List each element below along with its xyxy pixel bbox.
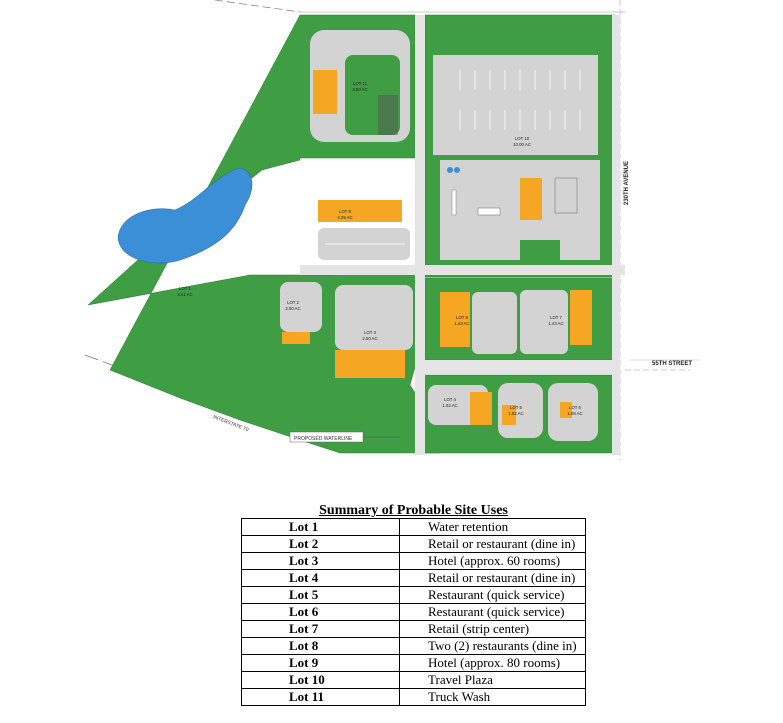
use-cell: Hotel (approx. 80 rooms) <box>399 654 586 672</box>
site-plan-map: LOT 11 3.60 AC LOT 10 10.00 AC LOT 9 4.2… <box>84 0 700 460</box>
lot-label-10: LOT 10 <box>515 136 530 141</box>
lot-label-7: LOT 7 <box>550 315 562 320</box>
lot-cell: Lot 1 <box>241 518 400 536</box>
lot-cell: Lot 9 <box>241 654 400 672</box>
lot-area-4: 1.02 AC <box>442 403 457 408</box>
lot-area-7: 1.43 AC <box>548 321 563 326</box>
use-cell: Truck Wash <box>399 688 586 706</box>
lot-cell: Lot 6 <box>241 603 400 621</box>
waterline-label: PROPOSED WATERLINE <box>294 436 353 442</box>
lot-labels: LOT 11 3.60 AC LOT 10 10.00 AC LOT 9 4.2… <box>177 81 582 416</box>
lot-cell: Lot 11 <box>241 688 400 706</box>
use-cell: Retail or restaurant (dine in) <box>399 569 586 587</box>
lot-cell: Lot 4 <box>241 569 400 587</box>
use-cell: Water retention <box>399 518 586 536</box>
lot-area-3: 2.50 AC <box>362 336 377 341</box>
lot-label-4: LOT 4 <box>444 397 456 402</box>
lot-area-8: 1.43 AC <box>454 321 469 326</box>
lot-label-11: LOT 11 <box>353 81 368 86</box>
lot-label-9: LOT 9 <box>339 209 351 214</box>
lot-label-2: LOT 2 <box>287 300 299 305</box>
use-cell: Restaurant (quick service) <box>399 586 586 604</box>
lot-area-11: 3.60 AC <box>352 87 367 92</box>
lot-cell: Lot 5 <box>241 586 400 604</box>
lot-cell: Lot 8 <box>241 637 400 655</box>
lot-cell: Lot 2 <box>241 535 400 553</box>
lot-area-5: 1.02 AC <box>508 411 523 416</box>
lot-area-9: 4.25 AC <box>337 215 352 220</box>
avenue-label: 230TH AVENUE <box>624 161 630 205</box>
use-cell: Retail or restaurant (dine in) <box>399 535 586 553</box>
use-cell: Hotel (approx. 60 rooms) <box>399 552 586 570</box>
lot-cell: Lot 3 <box>241 552 400 570</box>
lot-label-5: LOT 5 <box>510 405 522 410</box>
table-title: Summary of Probable Site Uses <box>319 503 508 518</box>
use-cell: Travel Plaza <box>399 671 586 689</box>
use-cell: Restaurant (quick service) <box>399 603 586 621</box>
lot-label-6: LOT 6 <box>569 405 581 410</box>
lot-label-3: LOT 3 <box>364 330 376 335</box>
lot-area-1: 3.41 AC <box>177 292 192 297</box>
use-cell: Retail (strip center) <box>399 620 586 638</box>
lot-label-8: LOT 8 <box>456 315 468 320</box>
lot-area-2: 2.00 AC <box>285 306 300 311</box>
lot-cell: Lot 10 <box>241 671 400 689</box>
lot-area-6: 1.08 AC <box>567 411 582 416</box>
lot-label-1: LOT 1 <box>179 286 191 291</box>
lot-area-10: 10.00 AC <box>513 142 531 147</box>
lot-cell: Lot 7 <box>241 620 400 638</box>
use-cell: Two (2) restaurants (dine in) <box>399 637 586 655</box>
street-label: 55TH STREET <box>652 361 692 367</box>
